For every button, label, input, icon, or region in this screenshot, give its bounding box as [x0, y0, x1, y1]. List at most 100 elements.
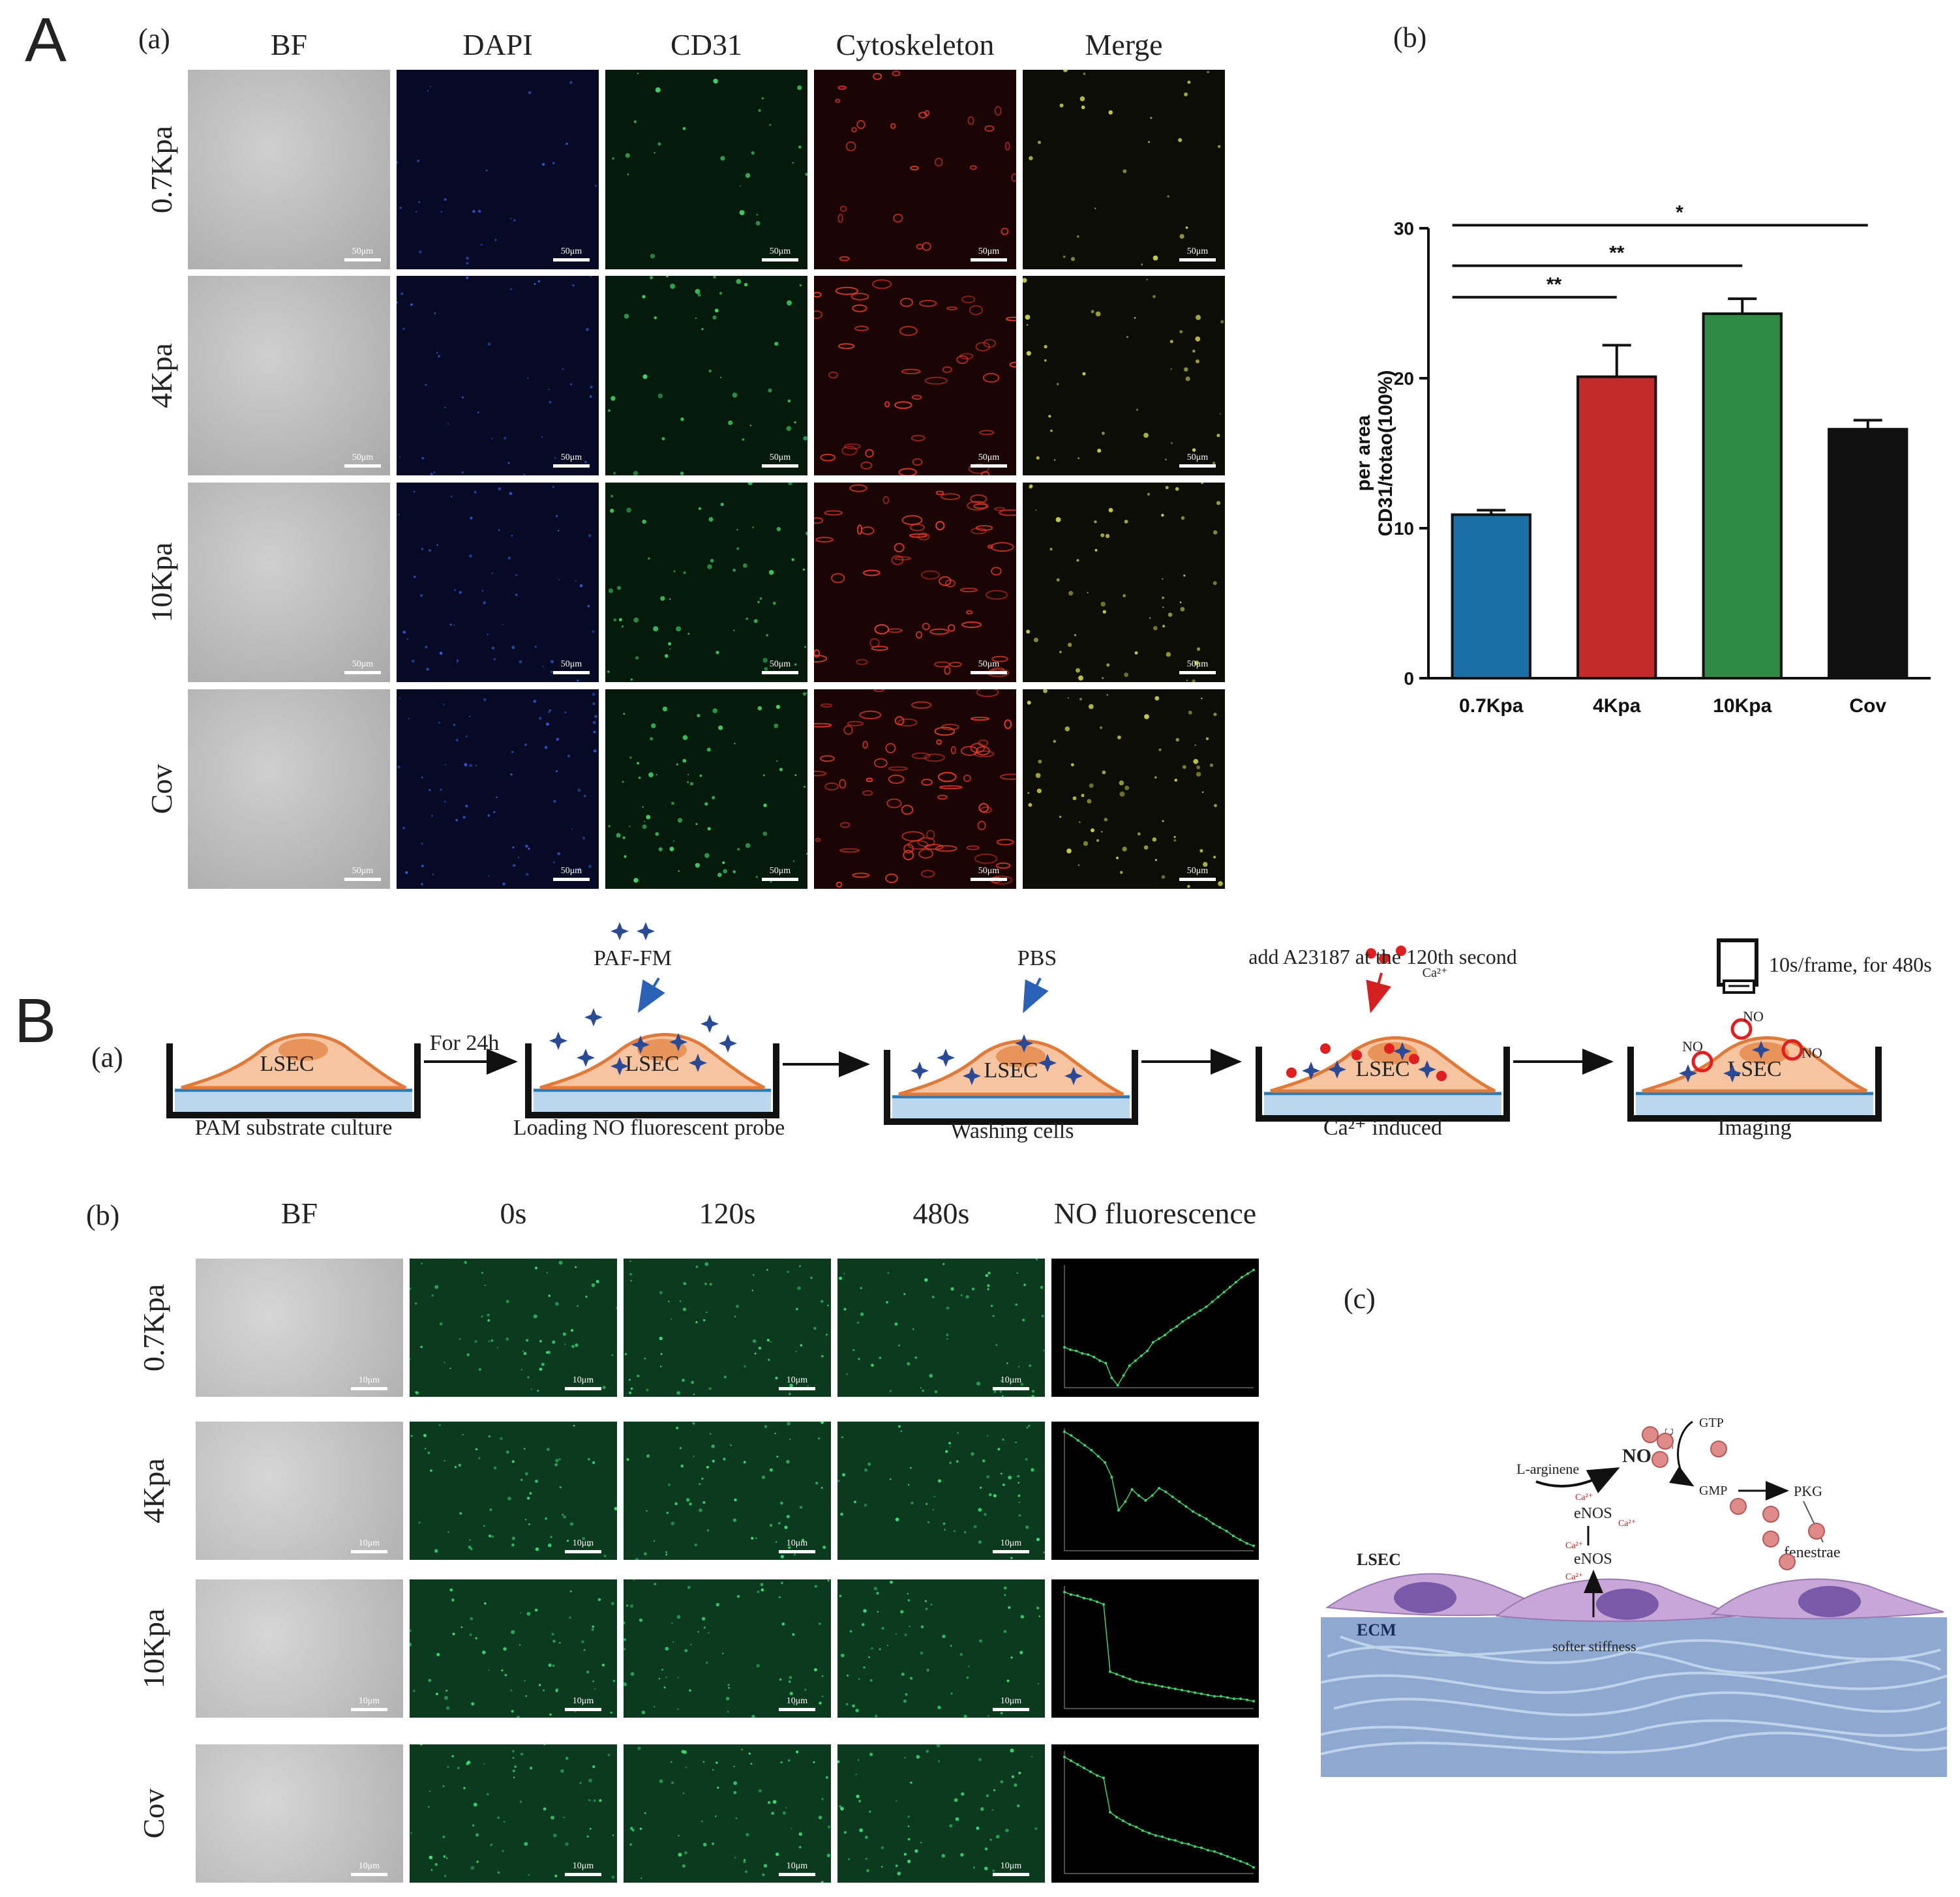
trace-point	[1139, 1354, 1143, 1358]
scale-bar-line	[762, 464, 798, 468]
trace-point	[1200, 1692, 1203, 1695]
paf-fm-label: PAF-FM	[594, 946, 672, 970]
scale-bar: 10μm	[993, 1538, 1029, 1553]
enos-label-2: eNOS	[1574, 1551, 1612, 1568]
ca-arrow	[1366, 972, 1391, 1013]
micrograph-no-fluorescence: 10μm	[624, 1422, 831, 1560]
scale-bar: 50μm	[971, 246, 1007, 261]
dish-2-cell-label: LSEC	[625, 1052, 679, 1076]
scale-bar-label: 50μm	[560, 659, 582, 669]
trace-point	[1174, 1839, 1177, 1842]
micrograph-cd31: 50μm	[605, 483, 807, 682]
dish-4-caption: Ca²⁺ induced	[1323, 1116, 1442, 1140]
trace-point	[1096, 1600, 1098, 1604]
trace-point	[1128, 1364, 1131, 1367]
scale-bar-label: 10μm	[572, 1696, 594, 1706]
scale-bar-label: 10μm	[1000, 1696, 1022, 1706]
trace-point	[1198, 1514, 1201, 1517]
micrograph-bf: 50μm	[188, 689, 390, 889]
lsec-cells	[1325, 1573, 1944, 1622]
scale-bar-label: 50μm	[978, 659, 1000, 669]
scale-bar-line	[993, 1550, 1029, 1553]
no-label-2: NO	[1743, 1008, 1764, 1024]
scale-bar: 10μm	[565, 1861, 601, 1876]
scale-bar-label: 50μm	[769, 659, 791, 669]
scale-bar: 10μm	[993, 1375, 1029, 1390]
scale-bar-label: 10μm	[786, 1861, 808, 1871]
trace-point	[1252, 1866, 1255, 1869]
pbs-arrow	[1023, 978, 1049, 1013]
trace-point	[1089, 1770, 1092, 1773]
trace-point	[1151, 1494, 1154, 1497]
panel-b-row-label: Cov	[137, 1788, 170, 1839]
trace-point	[1239, 1538, 1242, 1542]
trace-point	[1135, 1680, 1138, 1683]
panel-a-row-label: 4Kpa	[145, 343, 178, 408]
micrograph-cyto: 50μm	[814, 70, 1016, 269]
y-axis-label: per area	[1353, 415, 1374, 491]
trace-point	[1117, 1509, 1120, 1512]
scale-bar-line	[762, 671, 798, 674]
panel-a-row-label: Cov	[145, 764, 178, 814]
scale-bar: 50μm	[971, 659, 1007, 674]
trace-point	[1225, 1529, 1228, 1532]
scale-bar-label: 10μm	[358, 1538, 380, 1548]
ca-pathway-label-3: Ca²⁺	[1565, 1541, 1583, 1551]
micrograph-bf: 10μm	[196, 1259, 403, 1397]
trace-point	[1145, 1349, 1149, 1352]
trace-point	[1213, 1695, 1216, 1698]
trace-point	[1233, 1857, 1235, 1860]
panel-a-col-header: Merge	[1085, 28, 1163, 61]
panel-b-row-label: 10Kpa	[137, 1608, 170, 1689]
trace-point	[1083, 1444, 1087, 1447]
scale-bar-line	[344, 671, 381, 674]
l-arginene-label: L-arginene	[1516, 1461, 1579, 1477]
scale-bar: 10μm	[993, 1696, 1029, 1711]
trace-point	[1135, 1825, 1138, 1829]
microscope-icon	[1717, 938, 1758, 994]
scale-bar-line	[344, 464, 381, 468]
scale-bar: 50μm	[762, 246, 798, 261]
scale-bar-label: 50μm	[978, 246, 1000, 256]
calcium-dots	[1286, 946, 1447, 1081]
scale-bar-line	[565, 1873, 601, 1876]
scale-bar: 50μm	[971, 866, 1007, 881]
scale-bar-line	[779, 1708, 815, 1711]
trace-point	[1063, 1591, 1066, 1594]
trace-point	[1205, 1517, 1208, 1521]
trace-point	[1246, 1862, 1248, 1865]
scale-bar: 10μm	[565, 1696, 601, 1711]
no-pathway-label: NO	[1622, 1445, 1651, 1467]
scale-bar-line	[993, 1873, 1029, 1876]
scale-bar: 50μm	[1179, 659, 1216, 674]
trace-point	[1246, 1272, 1249, 1276]
scale-bar-label: 10μm	[786, 1696, 808, 1706]
trace-point	[1231, 1534, 1235, 1538]
trace-point	[1148, 1832, 1151, 1834]
trace-point	[1200, 1846, 1203, 1849]
scale-bar: 50μm	[344, 659, 381, 674]
scale-bar: 50μm	[1179, 246, 1216, 261]
trace-point	[1151, 1341, 1154, 1344]
scale-bar: 50μm	[344, 246, 381, 261]
panel-a-row-label: 10Kpa	[145, 542, 178, 623]
micrograph-no-fluorescence: 10μm	[624, 1579, 831, 1718]
scale-bar: 10μm	[351, 1375, 387, 1390]
scale-bar: 10μm	[993, 1861, 1029, 1876]
trace-point	[1063, 1346, 1066, 1349]
panel-b-sub-c: (c)	[1344, 1283, 1376, 1315]
trace-point	[1093, 1356, 1096, 1358]
scale-bar-line	[553, 464, 590, 468]
paf-fm-arrow	[637, 977, 665, 1013]
scale-bar-label: 50μm	[560, 866, 582, 876]
y-tick-label: 20	[1394, 368, 1414, 389]
micrograph-cyto: 50μm	[814, 689, 1016, 889]
trace-point	[1128, 1823, 1131, 1826]
scale-bar-label: 10μm	[358, 1861, 380, 1871]
no-label-3: NO	[1802, 1045, 1822, 1061]
scale-bar: 50μm	[1179, 866, 1216, 881]
panel-a-letter: A	[25, 5, 67, 75]
scale-bar-line	[553, 671, 590, 674]
significance-label: *	[1676, 202, 1683, 223]
trace-point	[1164, 1334, 1167, 1337]
